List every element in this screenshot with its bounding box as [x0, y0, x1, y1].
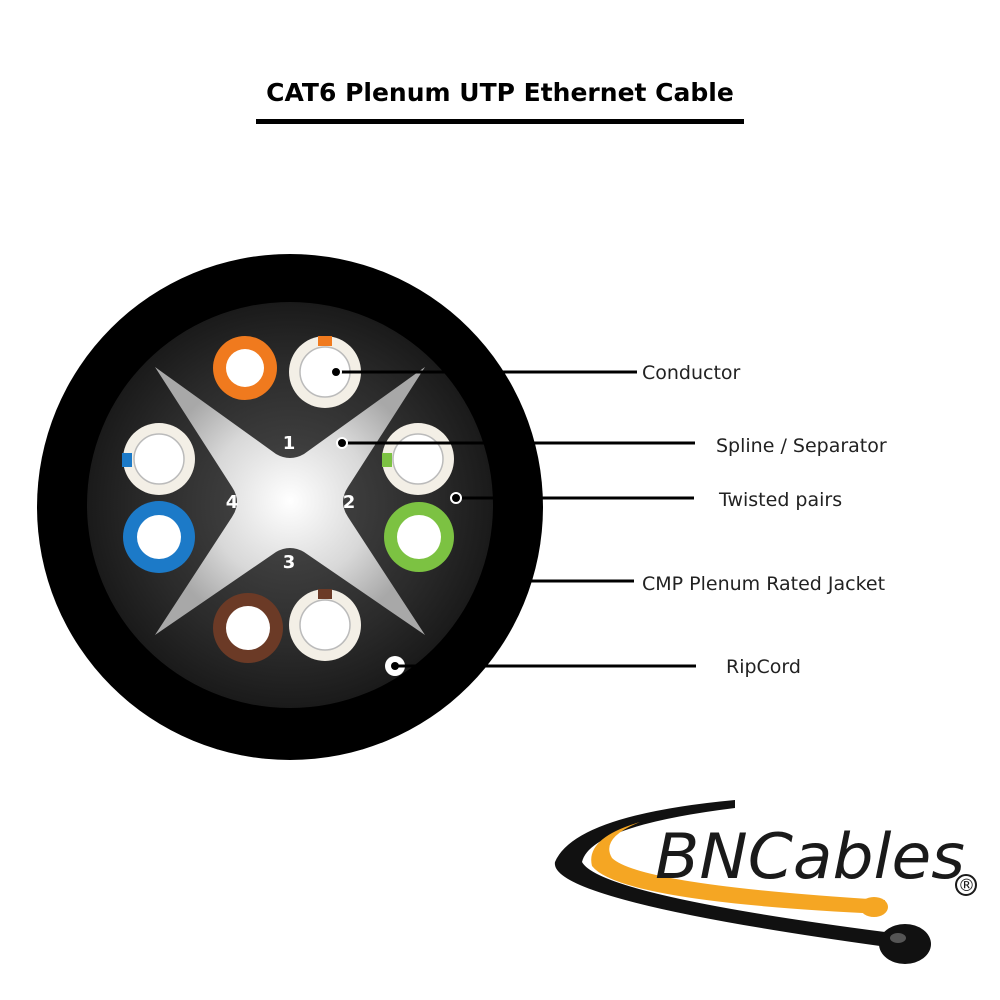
dot-conductor — [330, 366, 342, 378]
wire-stripe — [122, 453, 132, 467]
wire-insulation — [397, 515, 441, 559]
callout-twisted-pairs: Twisted pairs — [718, 489, 842, 511]
callout-ripcord: RipCord — [726, 656, 801, 678]
wire-insulation — [133, 433, 185, 485]
pair-number-1: 1 — [283, 433, 296, 454]
twisted-pair-2 — [382, 423, 454, 572]
wire-insulation — [299, 599, 351, 651]
logo-wordmark: BNCables — [655, 820, 965, 893]
wire-stripe — [382, 453, 392, 467]
twisted-pair-3 — [213, 589, 361, 663]
diagram-title: CAT6 Plenum UTP Ethernet Cable — [266, 78, 734, 107]
logo-cable-end-orange — [860, 897, 888, 917]
logo-cable-end-highlight — [890, 933, 906, 943]
logo-cable-end-black — [879, 924, 931, 964]
pair-number-2: 2 — [343, 492, 356, 513]
twisted-pair-1 — [213, 336, 361, 408]
wire-stripe — [318, 336, 332, 346]
title-underline — [256, 119, 744, 124]
ripcord-core — [391, 662, 399, 670]
bncables-logo: BNCables ® — [554, 800, 977, 964]
callout-leaders — [336, 370, 696, 668]
logo-swoosh-black — [554, 800, 885, 946]
wire-insulation — [137, 515, 181, 559]
wire-insulation — [226, 349, 264, 387]
registered-mark-ring — [955, 874, 977, 896]
callout-plenum-jacket: CMP Plenum Rated Jacket — [642, 573, 885, 595]
dot-twisted-pairs — [450, 492, 462, 504]
spline-separator — [155, 367, 425, 635]
pair-number-4: 4 — [226, 492, 239, 513]
callout-conductor: Conductor — [642, 362, 741, 384]
dot-spline — [336, 437, 348, 449]
logo-swoosh-orange — [591, 822, 885, 914]
callout-spline-separator: Spline / Separator — [716, 435, 887, 457]
wire-insulation — [226, 606, 270, 650]
wire-stripe — [318, 589, 332, 599]
callout-dots — [330, 366, 462, 504]
pair-number-3: 3 — [283, 552, 296, 573]
twisted-pair-4 — [122, 423, 195, 573]
registered-mark: ® — [958, 876, 975, 896]
wire-insulation — [392, 433, 444, 485]
